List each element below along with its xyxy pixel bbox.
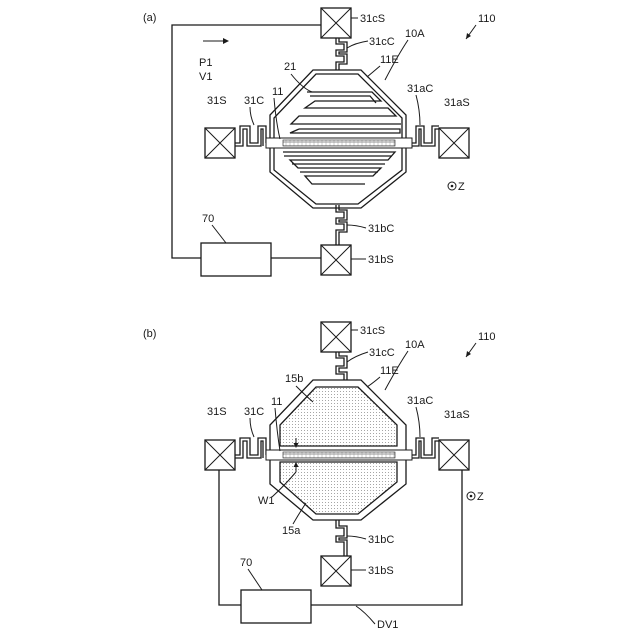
connector-bottom-b-outer bbox=[339, 520, 347, 556]
pad-right-b bbox=[439, 440, 469, 470]
leader-11-a bbox=[274, 98, 280, 139]
controller-label-a: 70 bbox=[202, 213, 214, 225]
p1-arrowhead bbox=[223, 38, 229, 44]
controller-leader-b bbox=[248, 569, 262, 590]
label-31S-a: 31S bbox=[207, 95, 227, 107]
leader-31bC-a bbox=[347, 225, 366, 228]
controller-label-b: 70 bbox=[240, 557, 252, 569]
label-31bS-a: 31bS bbox=[368, 254, 394, 266]
label-z-b: Z bbox=[477, 491, 484, 503]
label-11-b: 11 bbox=[271, 396, 282, 408]
panel-b: (b) 110 70 DV1 bbox=[143, 322, 496, 631]
label-31S-b: 31S bbox=[207, 406, 227, 418]
label-11-a: 11 bbox=[272, 86, 283, 98]
coil-lower-a-b bbox=[284, 156, 392, 172]
figure-number: 110 bbox=[478, 13, 496, 25]
pad-left-a bbox=[205, 128, 235, 158]
pad-bottom-a bbox=[321, 245, 351, 275]
leader-31cC-a bbox=[347, 41, 368, 48]
label-31aC-b: 31aC bbox=[407, 395, 433, 407]
panel-a: (a) 110 P1 V1 70 bbox=[143, 8, 496, 276]
label-15a: 15a bbox=[282, 525, 301, 537]
leader-31aC-b bbox=[416, 407, 420, 437]
pad-top-b bbox=[321, 322, 351, 352]
label-31cC-a: 31cC bbox=[369, 36, 395, 48]
label-31bS-b: 31bS bbox=[368, 565, 394, 577]
leader-11E-b bbox=[367, 377, 380, 387]
label-31C-b: 31C bbox=[244, 406, 264, 418]
p1-label: P1 bbox=[199, 57, 212, 69]
dv1-label: DV1 bbox=[377, 619, 398, 631]
controller-leader-a bbox=[212, 225, 226, 243]
label-31bC-b: 31bC bbox=[368, 534, 394, 546]
label-21-a: 21 bbox=[284, 61, 296, 73]
z-axis-dot-a bbox=[451, 185, 454, 188]
leader-31bC-b bbox=[347, 536, 366, 539]
label-31aC-a: 31aC bbox=[407, 83, 433, 95]
pad-left-b bbox=[205, 440, 235, 470]
panel-b-label: (b) bbox=[143, 328, 156, 340]
pad-right-a bbox=[439, 128, 469, 158]
beam-core-b bbox=[283, 452, 395, 458]
label-31cS-a: 31cS bbox=[360, 13, 385, 25]
leader-15a bbox=[293, 503, 306, 524]
leader-31cC-b bbox=[347, 352, 368, 362]
label-10A-b: 10A bbox=[405, 339, 425, 351]
label-z-a: Z bbox=[458, 181, 465, 193]
pad-bottom-b bbox=[321, 556, 351, 586]
label-11E-a: 11E bbox=[380, 54, 399, 66]
controller-box-b bbox=[241, 590, 311, 623]
pad-top-a bbox=[321, 8, 351, 38]
label-31aS-b: 31aS bbox=[444, 409, 470, 421]
coil-upper-a bbox=[291, 92, 401, 124]
coil-lower-a bbox=[283, 152, 395, 184]
label-31aS-a: 31aS bbox=[444, 97, 470, 109]
connector-bottom-a-outer bbox=[339, 205, 347, 245]
label-31cS-b: 31cS bbox=[360, 325, 385, 337]
figure-number-b: 110 bbox=[478, 331, 496, 343]
leader-11E-a bbox=[367, 66, 380, 77]
label-31C-a: 31C bbox=[244, 95, 264, 107]
leader-31C-a bbox=[250, 107, 254, 125]
label-11E-b: 11E bbox=[380, 365, 399, 377]
v1-label: V1 bbox=[199, 71, 212, 83]
z-axis-dot-b bbox=[470, 495, 473, 498]
label-15b: 15b bbox=[285, 373, 303, 385]
panel-a-label: (a) bbox=[143, 12, 156, 24]
beam-core-a bbox=[283, 140, 395, 146]
label-31bC-a: 31bC bbox=[368, 223, 394, 235]
electrode-lower-b bbox=[280, 462, 397, 514]
connector-bottom-a bbox=[336, 205, 344, 245]
leader-31C-b bbox=[250, 418, 254, 437]
label-10A-a: 10A bbox=[405, 28, 425, 40]
leader-31aC-a bbox=[416, 95, 420, 125]
label-31cC-b: 31cC bbox=[369, 347, 395, 359]
dv1-leader bbox=[356, 606, 375, 624]
connector-top-a-outer bbox=[339, 38, 347, 70]
controller-box-a bbox=[201, 243, 271, 276]
